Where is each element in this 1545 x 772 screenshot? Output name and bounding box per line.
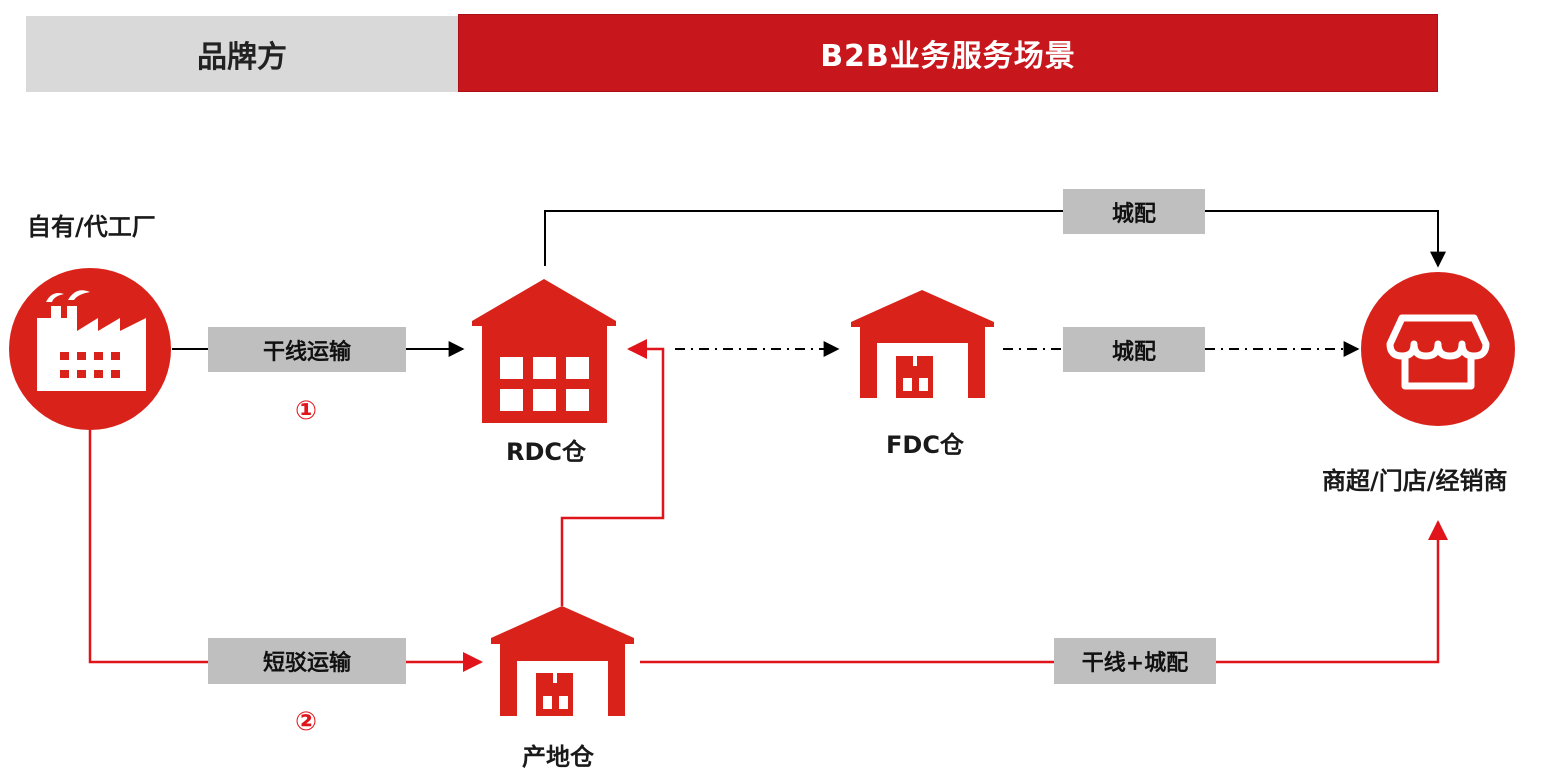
origin-to-rdc-arrow xyxy=(560,339,665,606)
city-delivery-mid-text: 城配 xyxy=(1111,339,1156,365)
scenario-header: B2B业务服务场景 xyxy=(458,14,1438,92)
fdc-label: FDC仓 xyxy=(886,431,964,459)
trunk-city-text: 干线+城配 xyxy=(1081,651,1189,676)
scenario-header-title: B2B业务服务场景 xyxy=(820,39,1076,74)
brand-header-title: 品牌方 xyxy=(197,40,287,75)
city-delivery-mid-label: 城配 xyxy=(1063,327,1205,372)
city-delivery-top-text: 城配 xyxy=(1111,201,1156,227)
short-haul-text: 短驳运输 xyxy=(262,651,351,676)
route-2-marker: ② xyxy=(294,707,317,737)
trunk-transport-text: 干线运输 xyxy=(262,339,351,365)
origin-to-store-arrow xyxy=(1216,520,1448,664)
storefront-icon xyxy=(1361,272,1515,426)
city-delivery-top-label: 城配 xyxy=(1063,189,1205,234)
factory-label: 自有/代工厂 xyxy=(27,213,156,241)
short-haul-line xyxy=(88,428,208,664)
route-1-marker: ① xyxy=(294,396,317,426)
rdc-warehouse-icon xyxy=(472,279,616,423)
factory-icon xyxy=(9,268,171,430)
city-top-line xyxy=(544,210,1065,266)
short-haul-label: 短驳运输 xyxy=(208,638,406,684)
trunk-transport-label: 干线运输 xyxy=(208,327,406,372)
fdc-warehouse-icon xyxy=(851,290,994,398)
rdc-label: RDC仓 xyxy=(506,438,587,466)
city-top-arrow xyxy=(1204,210,1446,268)
origin-label: 产地仓 xyxy=(522,743,594,771)
store-label: 商超/门店/经销商 xyxy=(1322,467,1508,495)
origin-warehouse-icon xyxy=(491,606,634,716)
brand-header: 品牌方 xyxy=(26,16,458,92)
trunk-city-label: 干线+城配 xyxy=(1054,638,1216,684)
